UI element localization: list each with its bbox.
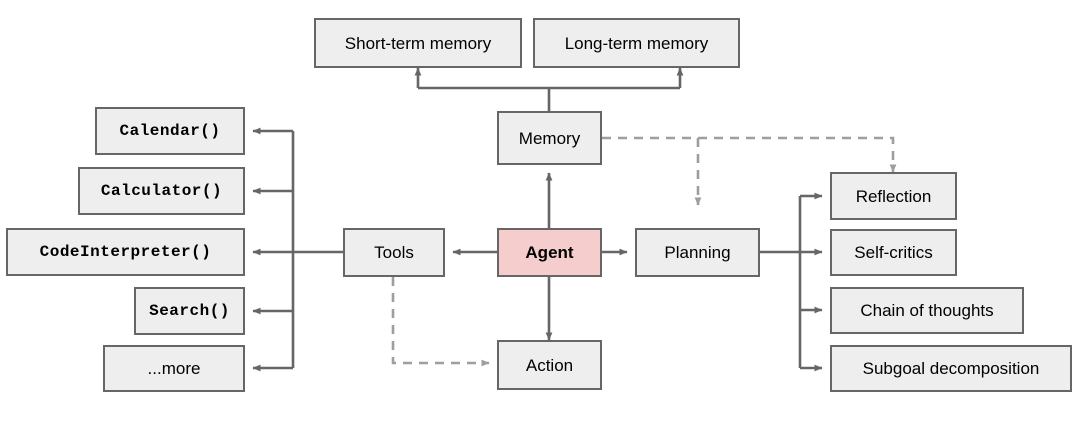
node-label: Action [525, 355, 574, 375]
node-tool-search[interactable]: Search() [134, 287, 245, 335]
node-memory[interactable]: Memory [497, 111, 602, 165]
node-action[interactable]: Action [497, 340, 602, 390]
node-label: Short-term memory [344, 33, 492, 53]
node-label: Calculator() [100, 182, 223, 200]
node-label: Search() [149, 302, 230, 320]
node-self-critics[interactable]: Self-critics [830, 229, 957, 276]
node-agent[interactable]: Agent [497, 228, 602, 277]
node-tool-more[interactable]: ...more [103, 345, 245, 392]
node-label: Long-term memory [564, 33, 709, 53]
node-chain-of-thoughts[interactable]: Chain of thoughts [830, 287, 1024, 334]
node-label: Reflection [855, 186, 932, 206]
node-label: Subgoal decomposition [862, 359, 1040, 378]
node-tool-code-interpreter[interactable]: CodeInterpreter() [6, 228, 245, 276]
node-label: Planning [664, 243, 731, 262]
node-label: CodeInterpreter() [39, 243, 212, 261]
node-label: Calendar() [119, 122, 221, 140]
node-long-term-memory[interactable]: Long-term memory [533, 18, 740, 68]
node-label: Agent [525, 243, 574, 262]
node-label: Chain of thoughts [860, 301, 994, 320]
node-label: ...more [147, 359, 201, 378]
node-label: Memory [518, 128, 581, 148]
node-subgoal-decomposition[interactable]: Subgoal decomposition [830, 345, 1072, 392]
node-label: Self-critics [854, 243, 933, 262]
node-tool-calendar[interactable]: Calendar() [95, 107, 245, 155]
node-planning[interactable]: Planning [635, 228, 760, 277]
node-tools[interactable]: Tools [343, 228, 445, 277]
node-tool-calculator[interactable]: Calculator() [78, 167, 245, 215]
node-label: Tools [374, 243, 414, 262]
node-reflection[interactable]: Reflection [830, 172, 957, 220]
node-short-term-memory[interactable]: Short-term memory [314, 18, 522, 68]
